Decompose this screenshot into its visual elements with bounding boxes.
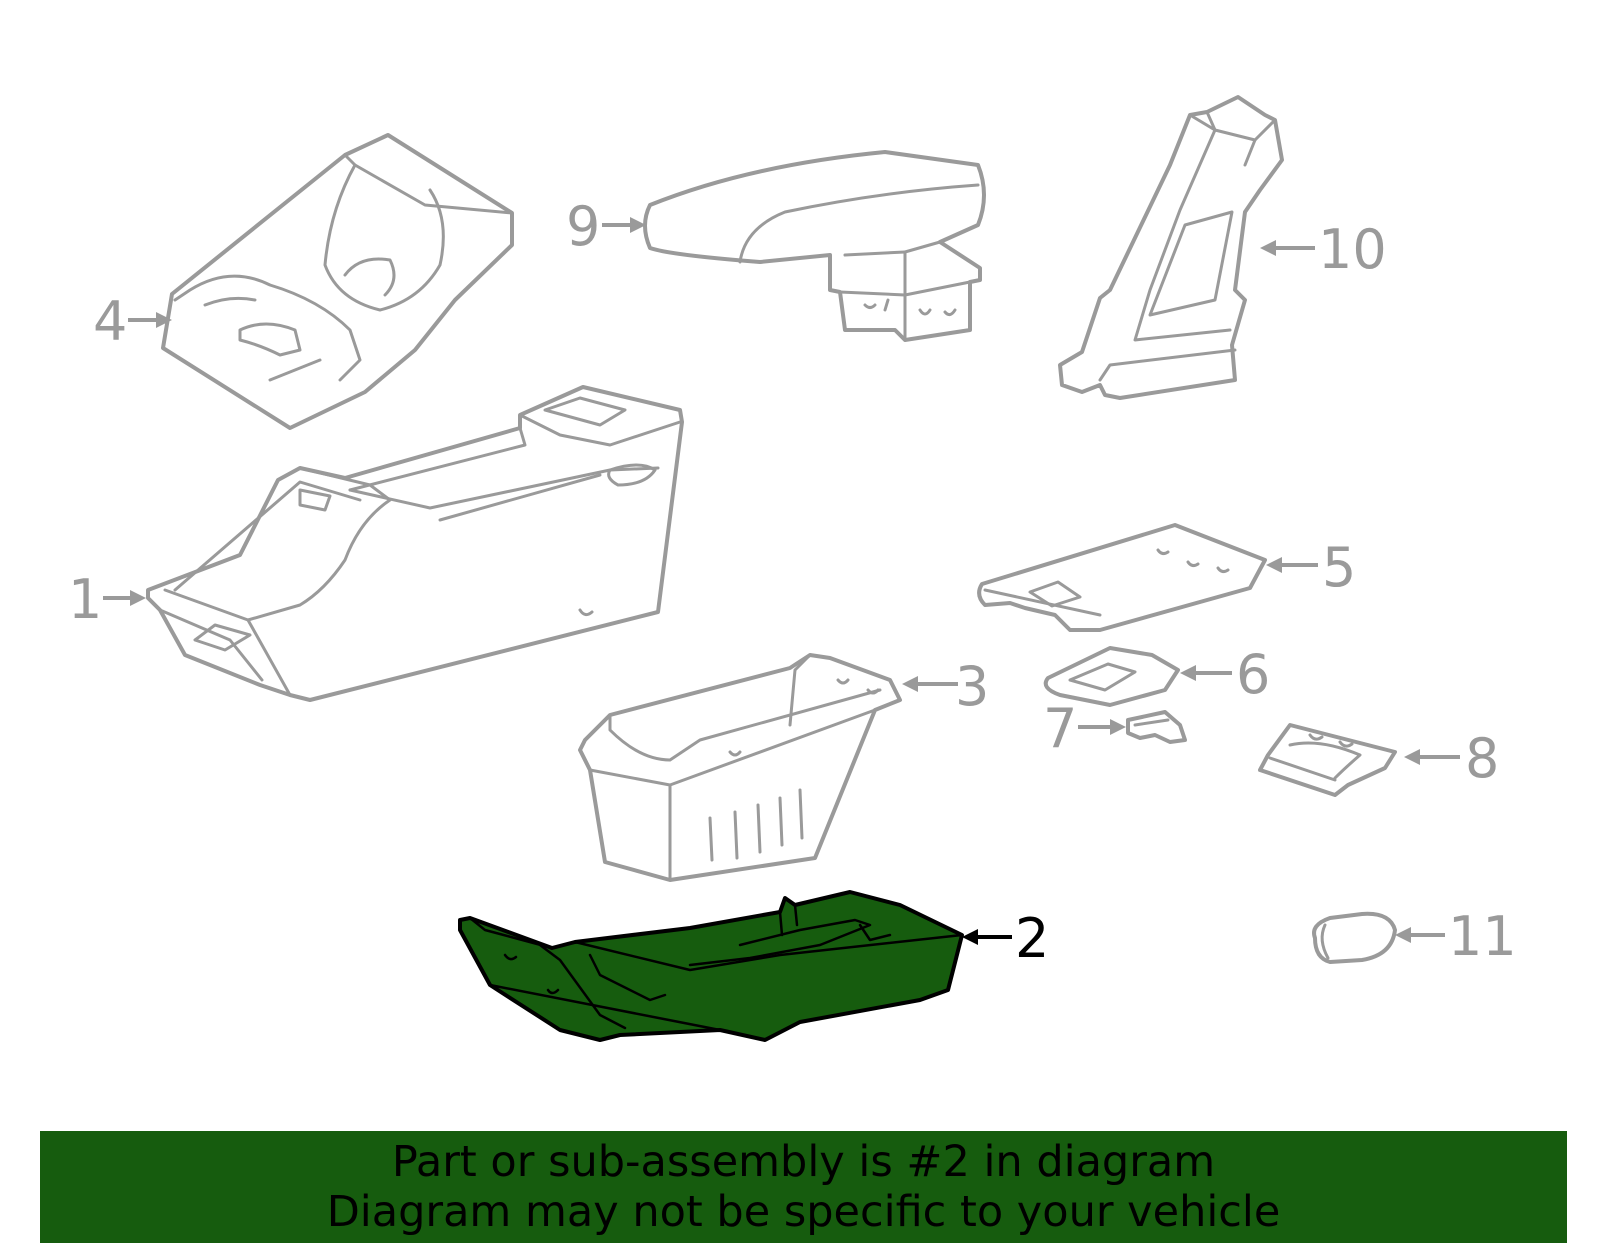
callout-2: 2 bbox=[1015, 907, 1049, 970]
part-7-latch[interactable] bbox=[1126, 710, 1187, 744]
part-11-clip[interactable] bbox=[1312, 911, 1397, 964]
callout-4: 4 bbox=[93, 290, 127, 353]
callout-5: 5 bbox=[1322, 536, 1356, 599]
callout-6: 6 bbox=[1236, 643, 1270, 706]
callout-labels: 1 2 3 4 5 6 7 8 9 10 11 bbox=[68, 195, 1517, 970]
callout-11: 11 bbox=[1448, 905, 1517, 968]
part-2-tray-highlighted[interactable] bbox=[458, 890, 964, 1042]
callout-10: 10 bbox=[1318, 218, 1387, 281]
callout-1: 1 bbox=[68, 568, 102, 631]
callout-arrows bbox=[103, 217, 1460, 945]
callout-8: 8 bbox=[1465, 727, 1499, 790]
part-8-bracket[interactable] bbox=[1258, 723, 1397, 797]
part-4-cup-holder[interactable] bbox=[161, 133, 514, 430]
part-9-armrest[interactable] bbox=[643, 150, 986, 342]
banner-line-2: Diagram may not be specific to your vehi… bbox=[326, 1187, 1281, 1237]
callout-3: 3 bbox=[955, 655, 989, 718]
banner-line-1: Part or sub-assembly is #2 in diagram bbox=[391, 1137, 1216, 1187]
part-6-latch-bezel[interactable] bbox=[1043, 646, 1180, 707]
part-1-console[interactable] bbox=[146, 385, 684, 702]
callout-9: 9 bbox=[566, 195, 600, 258]
callout-7: 7 bbox=[1043, 697, 1077, 760]
part-10-side-trim[interactable] bbox=[1058, 95, 1284, 400]
info-banner: Part or sub-assembly is #2 in diagram Di… bbox=[40, 1131, 1567, 1243]
part-3-storage-bin[interactable] bbox=[578, 653, 902, 882]
part-5-lid-panel[interactable] bbox=[977, 523, 1267, 632]
